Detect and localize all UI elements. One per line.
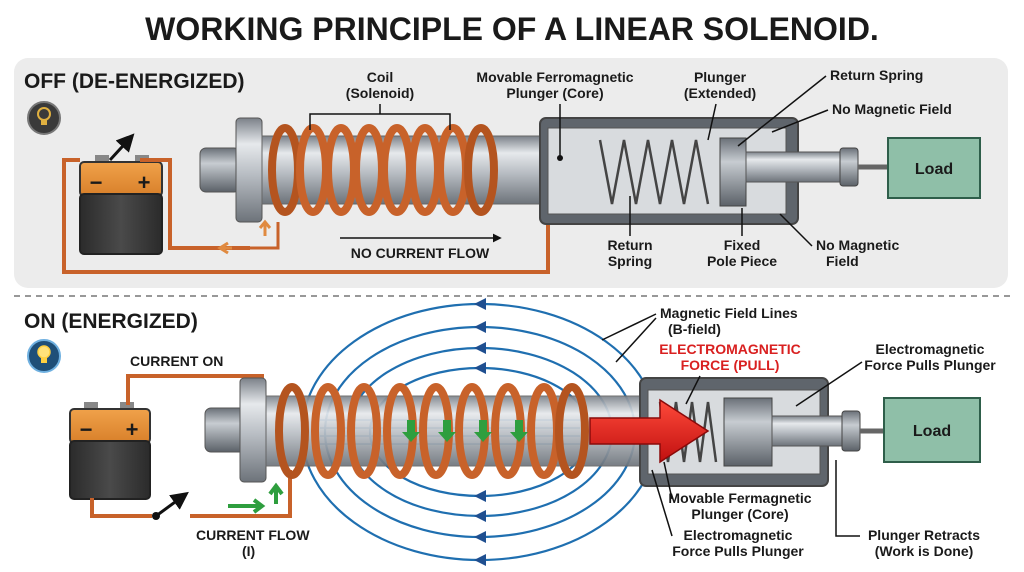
on-battery: − +	[69, 402, 151, 500]
on-plunger-rod	[771, 415, 849, 447]
off-fixed-pole-label: Fixed	[724, 237, 761, 253]
on-movable-label: Movable Fermagnetic	[668, 490, 811, 506]
off-no-current-label: NO CURRENT FLOW	[351, 245, 490, 261]
off-battery-minus: −	[90, 170, 103, 195]
lightbulb-on-icon	[27, 339, 61, 373]
on-current-arrows	[402, 420, 528, 442]
lightbulb-off-icon	[27, 101, 61, 135]
on-battery-minus: −	[80, 417, 93, 442]
off-no-field-label: No Magnetic	[816, 237, 899, 253]
on-load-box	[883, 397, 981, 463]
on-em-pulls-top-label-2: Force Pulls Plunger	[864, 357, 996, 373]
off-plunger-core-label: Movable Ferromagnetic	[476, 69, 633, 85]
off-coil-label-2: (Solenoid)	[346, 85, 414, 101]
em-force-arrow	[589, 398, 710, 464]
off-fixed-pole-label-2: Pole Piece	[707, 253, 777, 269]
off-fixed-pole	[719, 137, 747, 207]
off-load-box	[887, 137, 981, 199]
on-current-on-label: CURRENT ON	[130, 353, 223, 369]
on-heading: ON (ENERGIZED)	[24, 310, 198, 333]
off-return-spring-top-label: Return Spring	[830, 67, 923, 83]
off-arrow-hollow-up	[258, 219, 272, 236]
on-plunger-core	[723, 397, 773, 467]
on-retracts-label-2: (Work is Done)	[875, 543, 974, 559]
on-load-label: Load	[913, 423, 951, 440]
off-wire-top	[140, 158, 250, 250]
page-title: WORKING PRINCIPLE OF A LINEAR SOLENOID.	[145, 11, 879, 47]
on-wire-coil	[190, 470, 292, 518]
off-battery: − +	[79, 155, 163, 255]
on-current-arrow-up	[268, 482, 284, 504]
off-heading: OFF (DE-ENERGIZED)	[24, 70, 245, 93]
on-field-arrowheads	[474, 298, 486, 566]
off-coil-leader	[309, 104, 451, 130]
off-return-spring-label-2: Spring	[608, 253, 652, 269]
on-retracts-label: Plunger Retracts	[868, 527, 980, 543]
on-current-flow-label: CURRENT FLOW	[196, 527, 310, 543]
on-movable-label-2: Plunger (Core)	[691, 506, 788, 522]
off-no-field-top-label: No Magnetic Field	[832, 101, 952, 117]
off-switch-open	[108, 133, 135, 162]
off-coil-label: Coil	[367, 69, 393, 85]
off-plunger-core-label-2: Plunger (Core)	[506, 85, 603, 101]
off-no-field-label-2: Field	[826, 253, 859, 269]
off-plunger-ext-label: Plunger	[694, 69, 747, 85]
off-plunger-ext-label-2: (Extended)	[684, 85, 756, 101]
off-return-spring	[598, 139, 710, 205]
on-switch-closed	[155, 491, 189, 518]
on-wire-bottom	[90, 498, 152, 518]
off-arrow-hollow	[217, 241, 232, 255]
on-current-flow-label-2: (I)	[242, 543, 255, 559]
off-wire-loop	[62, 158, 550, 274]
em-force-label-2: FORCE (PULL)	[681, 357, 780, 373]
on-em-pulls-top-label: Electromagnetic	[876, 341, 985, 357]
on-battery-plus: +	[126, 417, 139, 442]
off-battery-plus: +	[138, 170, 151, 195]
on-em-pulls-bot-label-2: Force Pulls Plunger	[672, 543, 804, 559]
em-force-label: ELECTROMAGNETIC	[659, 341, 801, 357]
off-return-spring-label: Return	[607, 237, 652, 253]
off-coil	[268, 124, 498, 216]
on-coil	[275, 383, 589, 479]
off-load-label: Load	[915, 161, 953, 178]
on-current-arrow-right	[228, 498, 266, 514]
on-field-lines-label: Magnetic Field Lines	[660, 305, 798, 321]
on-em-pulls-bot-label: Electromagnetic	[684, 527, 793, 543]
on-field-lines-label-2: (B-field)	[668, 321, 721, 337]
off-plunger-rod	[745, 151, 847, 183]
off-wire-coil	[250, 222, 280, 250]
